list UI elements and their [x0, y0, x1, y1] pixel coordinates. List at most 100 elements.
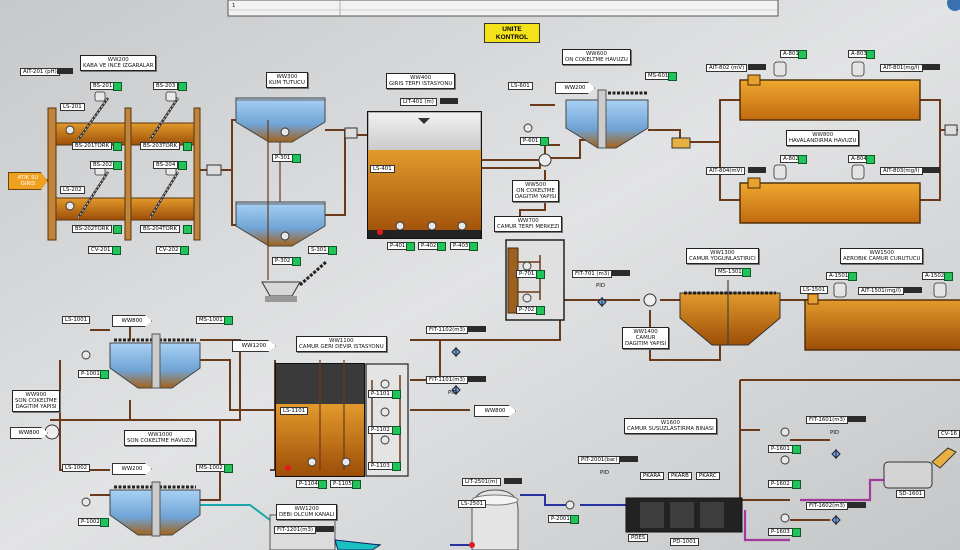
ls201-tag[interactable]: LS-201 — [60, 103, 85, 111]
p1601-status — [792, 445, 801, 454]
section-ww1100: WW1100 CAMUR GERI DEVIR ISTASYONU — [296, 336, 387, 352]
ait801-tag[interactable]: AIT-801(mg/l) — [880, 64, 923, 72]
p1001-status — [100, 370, 109, 379]
bs203tork-tag[interactable]: BS-203TORK — [140, 142, 181, 150]
ms1001-status — [224, 316, 233, 325]
p302-status — [292, 257, 301, 266]
sd1601-tag[interactable]: SD-1601 — [896, 490, 926, 498]
ms1001-tag[interactable]: MS-1001 — [196, 316, 226, 324]
p1101-status — [392, 390, 401, 399]
ww800-in-arrow[interactable]: WW800 — [10, 427, 48, 439]
ait1501-value — [904, 287, 922, 293]
kontrol-label: KONTROL — [495, 34, 529, 41]
p1603-tag[interactable]: P-1603 — [768, 528, 793, 536]
p301-tag[interactable]: P-301 — [272, 154, 294, 162]
bs204tork-tag[interactable]: BS-204TORK — [140, 225, 181, 233]
lit2501-value — [504, 478, 522, 484]
pkarc-tag[interactable]: PKARC — [696, 472, 720, 480]
pid-fit701[interactable]: PID — [596, 283, 605, 289]
s301-tag[interactable]: S-301 — [308, 246, 330, 254]
ww200-flow-arrow[interactable]: WW200 — [555, 82, 595, 94]
section-ww1300: WW1300 CAMUR YOGUNLASTIRICI — [686, 248, 759, 264]
a802-status — [798, 155, 807, 164]
p1601-tag[interactable]: P-1601 — [768, 445, 793, 453]
p1101-tag[interactable]: P-1101 — [368, 390, 393, 398]
fit1102-tag[interactable]: FIT-1102(m3) — [426, 326, 469, 334]
fit1101-tag[interactable]: FIT-1101(m3) — [426, 376, 469, 384]
lit401-tag[interactable]: LIT-401 (m) — [400, 98, 437, 106]
fit701-tag[interactable]: FIT-701 (m3) — [572, 270, 613, 278]
unite-kontrol-button[interactable]: UNITE KONTROL — [484, 23, 540, 43]
ls1501-tag[interactable]: LS-1501 — [800, 286, 829, 294]
bs201tork-tag[interactable]: BS-201TORK — [72, 142, 113, 150]
fit1602-value — [848, 502, 866, 508]
ait1501-tag[interactable]: AIT-1501(mg/l) — [858, 287, 904, 295]
pid-fit1101[interactable]: PID — [448, 390, 457, 396]
p403-status — [469, 242, 478, 251]
bs204-tag[interactable]: BS-204 — [153, 161, 179, 169]
p702-tag[interactable]: P-702 — [516, 306, 538, 314]
bs202tork-status — [113, 225, 122, 234]
section-w1600: W1600 CAMUR SUSUZLASTIRMA BINASI — [624, 418, 717, 434]
ww200-flow-arrow-b[interactable]: WW200 — [112, 463, 152, 475]
fit701-value — [612, 270, 630, 276]
pid-pit2001[interactable]: PID — [600, 470, 609, 476]
ls2501-tag[interactable]: LS-2501 — [458, 500, 487, 508]
ms1301-status — [742, 268, 751, 277]
bs202-tag[interactable]: BS-202 — [90, 161, 116, 169]
ls202-tag[interactable]: LS-202 — [60, 186, 85, 194]
atik-su-giris-arrow[interactable]: ATIK SU GIRIS — [8, 172, 48, 190]
bs202tork-tag[interactable]: BS-202TORK — [72, 225, 113, 233]
p1002-status — [100, 518, 109, 527]
cv202-tag[interactable]: CV-202 — [156, 246, 182, 254]
a803-status — [866, 50, 875, 59]
bs203-tag[interactable]: BS-203 — [153, 82, 179, 90]
ait201-tag[interactable]: AIT-201 (pH) — [20, 68, 60, 76]
lit2501-tag[interactable]: LIT-2501(m) — [462, 478, 501, 486]
p701-tag[interactable]: P-701 — [516, 270, 538, 278]
ls1001-tag[interactable]: LS-1001 — [62, 316, 91, 324]
pdes-tag[interactable]: PDES — [628, 534, 649, 542]
pd1001-tag[interactable]: PD-1001 — [670, 538, 700, 546]
ms1002-tag[interactable]: MS-1002 — [196, 464, 226, 472]
ait804-tag[interactable]: AIT-804(mV) — [706, 167, 746, 175]
table-row-number: 1 — [232, 3, 236, 9]
ls601-tag[interactable]: LS-601 — [508, 82, 533, 90]
p601-tag[interactable]: P-601 — [520, 137, 542, 145]
fit1102-value — [468, 326, 486, 332]
p1102-tag[interactable]: P-1102 — [368, 426, 393, 434]
pkara-tag[interactable]: PKARA — [640, 472, 664, 480]
section-ww400: WW400 GIRIS TERFI ISTASYONU — [386, 73, 456, 89]
p302-tag[interactable]: P-302 — [272, 257, 294, 265]
section-ww1000: WW1000 SON COKELTME HAVUZU — [124, 430, 197, 446]
bs201-status — [113, 82, 122, 91]
ait802-tag[interactable]: AIT-802 (mV) — [706, 64, 748, 72]
a1501-status — [848, 272, 857, 281]
ww1200-flow-arrow[interactable]: WW1200 — [232, 340, 276, 352]
ait803-value — [922, 167, 940, 173]
fit1201-tag[interactable]: FIT-1201(m3) — [274, 526, 317, 534]
ls1002-tag[interactable]: LS-1002 — [62, 464, 91, 472]
ait803-tag[interactable]: AIT-803(mg/l) — [880, 167, 923, 175]
cv1601-tag[interactable]: CV-16 — [938, 430, 960, 438]
cv201-tag[interactable]: CV-201 — [88, 246, 114, 254]
ms1301-tag[interactable]: MS-1301 — [715, 268, 745, 276]
ww800-flow-arrow[interactable]: WW800 — [112, 315, 152, 327]
p1103-tag[interactable]: P-1103 — [368, 462, 393, 470]
ww800-out-arrow[interactable]: WW800 — [474, 405, 516, 417]
fit1602-tag[interactable]: FIT-1602(m3) — [806, 502, 849, 510]
ls401-tag[interactable]: LS-401 — [370, 165, 395, 173]
section-ww1200: WW1200 DEBI OLCUM KANALI — [276, 504, 338, 520]
a804-status — [866, 155, 875, 164]
bs201-tag[interactable]: BS-201 — [90, 82, 116, 90]
fit1601-tag[interactable]: FIT-1601(m3) — [806, 416, 849, 424]
pid-fit1601[interactable]: PID — [830, 430, 839, 436]
pkarb-tag[interactable]: PKARB — [668, 472, 692, 480]
ait801-value — [922, 64, 940, 70]
p1602-tag[interactable]: P-1602 — [768, 480, 793, 488]
ls1101-tag[interactable]: LS-1101 — [280, 407, 309, 415]
section-ww1400: WW1400 CAMUR DAGITIM YAPISI — [622, 327, 670, 349]
pit2001-tag[interactable]: PIT-2001(bar) — [578, 456, 621, 464]
bs204tork-status — [183, 225, 192, 234]
